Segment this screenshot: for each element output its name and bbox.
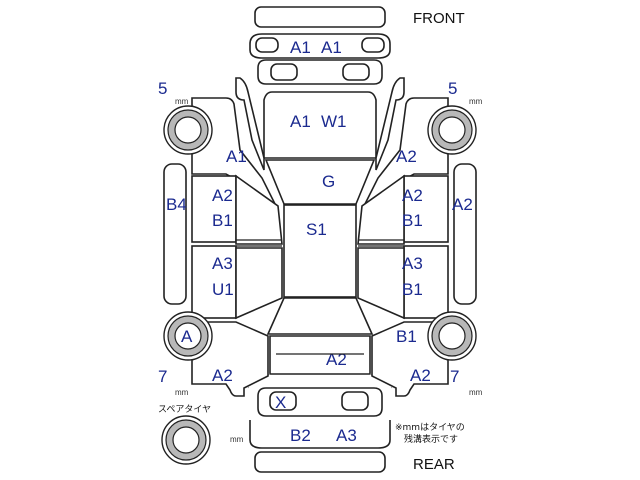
spare-tire[interactable] [161,415,211,465]
spare-tire-label: スペアタイヤ [158,404,211,415]
note-line-2: 残溝表示です [404,433,458,445]
front-bumper[interactable] [254,6,386,28]
hood[interactable] [263,91,377,159]
left-rocker[interactable] [163,163,187,305]
code-left-front-fender: A1 [226,147,247,166]
right-front-window[interactable] [357,174,405,245]
tire-rear-left[interactable] [163,311,213,361]
right-rear-door[interactable] [403,245,449,319]
code-rear-bumper-1: B2 [290,426,311,445]
code-right-front-door-1: A2 [402,186,423,205]
windshield[interactable] [264,159,376,205]
right-rear-window[interactable] [357,247,405,320]
left-front-window[interactable] [235,174,283,245]
tread-rear-left: 7 [158,367,167,386]
rear-bar[interactable] [254,451,386,473]
code-right-front-fender: A2 [396,147,417,166]
roof[interactable] [283,204,357,298]
left-rear-door[interactable] [191,245,237,319]
code-right-rear-door-2: B1 [402,280,423,299]
right-a-pillar-strip[interactable] [375,77,405,171]
front-panel[interactable] [249,33,391,59]
right-front-door[interactable] [403,175,449,243]
code-left-rocker: B4 [166,195,187,214]
code-windshield: G [322,172,335,191]
tread-front-left: 5 [158,79,167,98]
code-left-front-door-1: A2 [212,186,233,205]
left-front-door[interactable] [191,175,237,243]
code-rear-bumper-2: A3 [336,426,357,445]
mm-rear-left: mm [175,388,189,397]
mm-front-right: mm [469,97,483,106]
left-a-pillar-strip[interactable] [235,77,265,171]
code-rear-left-tire: A [181,327,193,346]
front-label: FRONT [413,10,465,27]
code-right-rear-wheel-area: B1 [396,327,417,346]
code-roof: S1 [306,220,327,239]
left-b-pillar-lines [236,239,282,247]
code-right-rear-quarter: A2 [410,366,431,385]
rear-lamp-right[interactable] [341,391,369,411]
note-line-1: ※mmはタイヤの [395,422,465,433]
right-b-pillar-lines [358,239,404,247]
headlamp-left[interactable] [255,37,279,53]
code-left-front-door-2: B1 [212,211,233,230]
rear-lamp-left[interactable] [269,391,297,411]
rear-bumper[interactable] [249,420,391,449]
rear-label: REAR [413,456,455,473]
tire-front-left[interactable] [163,105,213,155]
headlamp-right[interactable] [361,37,385,53]
tread-rear-right: 7 [450,367,459,386]
code-right-front-door-2: B1 [402,211,423,230]
code-front-panel-1: A1 [290,38,311,57]
tire-front-right[interactable] [427,105,477,155]
tread-front-right: 5 [448,79,457,98]
code-trunk: A2 [326,350,347,369]
mm-spare: mm [230,435,244,444]
code-left-rear-door-1: A3 [212,254,233,273]
fog-lamp-right[interactable] [342,63,370,81]
code-left-rear-quarter: A2 [212,366,233,385]
code-right-rear-door-1: A3 [402,254,423,273]
tire-rear-right[interactable] [427,311,477,361]
rear-window[interactable] [266,297,374,335]
mm-rear-right: mm [469,388,483,397]
code-left-rear-door-2: U1 [212,280,234,299]
right-rocker[interactable] [453,163,477,305]
trunk[interactable] [269,335,371,375]
fog-lamp-left[interactable] [270,63,298,81]
code-hood-2: W1 [321,112,347,131]
left-rear-window[interactable] [235,247,283,320]
mm-front-left: mm [175,97,189,106]
code-right-rocker: A2 [452,195,473,214]
code-hood-1: A1 [290,112,311,131]
code-rear-lamp-left: X [275,393,286,412]
code-front-panel-2: A1 [321,38,342,57]
